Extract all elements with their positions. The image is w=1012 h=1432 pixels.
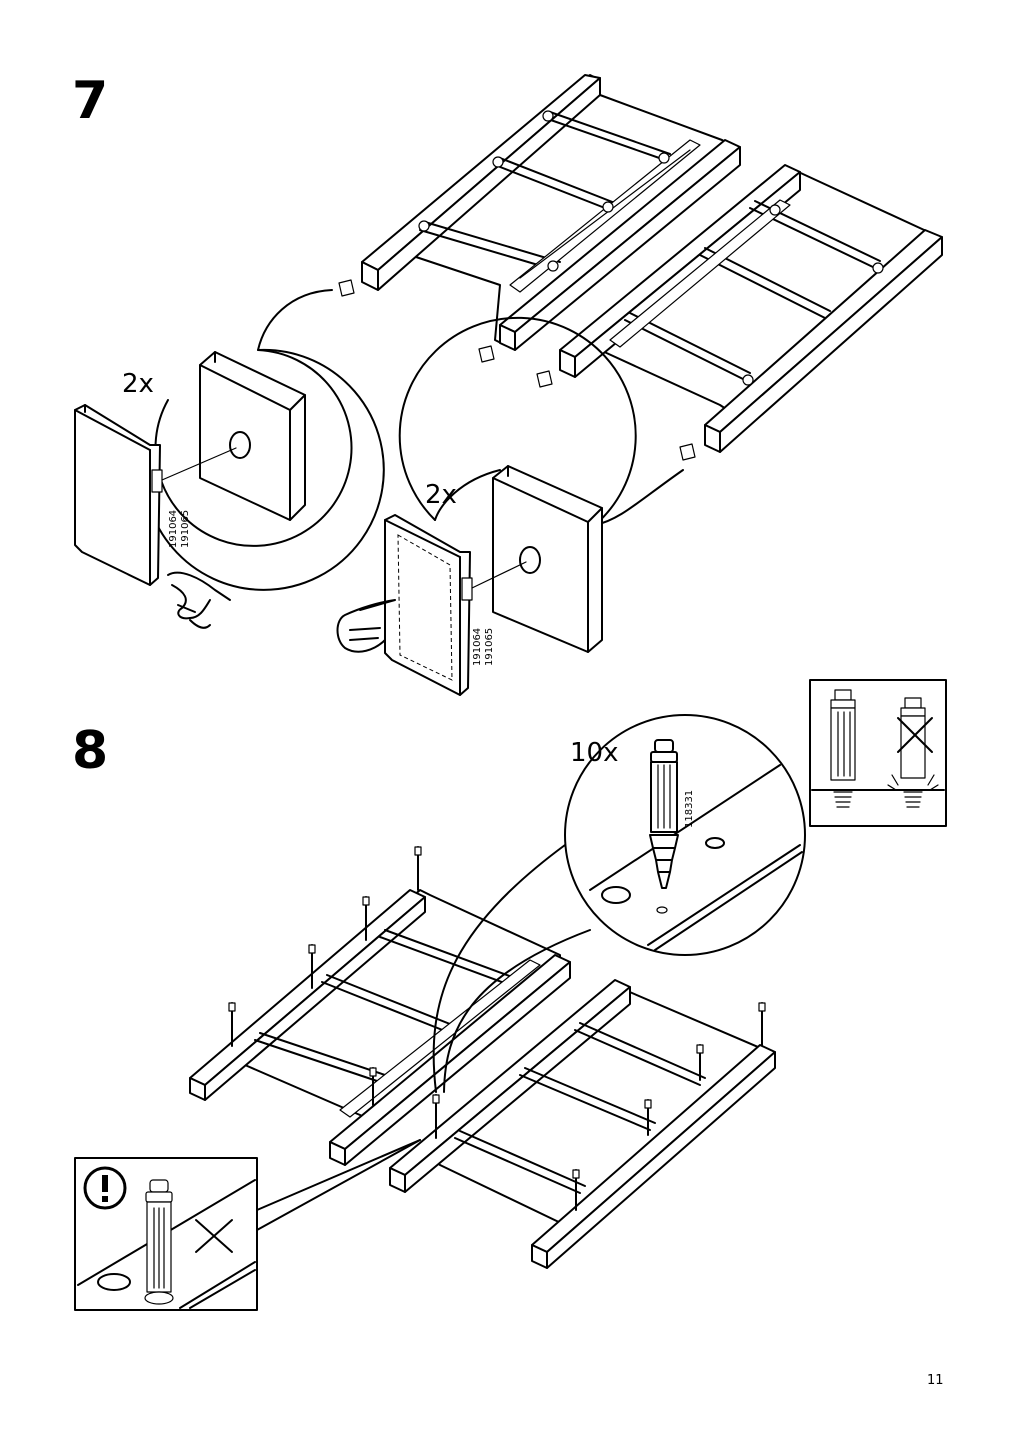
page-number: 11: [927, 1373, 944, 1388]
dowel: [758, 1002, 766, 1046]
dowel: [432, 1094, 440, 1139]
cross-icon: [897, 717, 933, 753]
dowel: [144, 1179, 174, 1305]
dowel: [228, 1002, 236, 1047]
step7-zoom-left: [74, 289, 385, 591]
dowel-insertion-comparison: [809, 679, 947, 827]
dowel: [362, 896, 370, 941]
glide-pad: [478, 345, 495, 363]
step7-right-part-numbers: 191064 191065: [472, 627, 495, 666]
step8-part-number: 118331: [684, 789, 695, 828]
step7-left-part-numbers: 191064 191065: [168, 509, 191, 548]
step7-right-quantity: 2x: [425, 480, 457, 510]
pointing-hand-icon: [167, 571, 231, 629]
step7-left-quantity: 2x: [122, 369, 154, 399]
pointing-hand-icon: [336, 599, 396, 653]
step7-zoom-right: [384, 316, 684, 696]
dowel: [369, 1067, 377, 1106]
dowel: [696, 1044, 704, 1081]
step8-frame-right: [389, 979, 776, 1269]
dowel: [649, 739, 679, 889]
dowel: [308, 944, 316, 989]
exclamation-circle-icon: [83, 1166, 127, 1210]
step-8-number: 8: [72, 721, 109, 781]
step8-quantity: 10x: [570, 738, 619, 768]
dowel: [572, 1169, 580, 1211]
step-7-number: 7: [72, 71, 109, 131]
step7-frame-right: [559, 164, 943, 453]
glide-pad: [536, 370, 553, 388]
cross-icon: [195, 1219, 233, 1253]
dowel: [414, 846, 422, 891]
dowel-set: [228, 846, 766, 1211]
warning-detail-box: [74, 1139, 421, 1311]
step7-frame-left: [361, 74, 741, 351]
glide-pad: [679, 443, 696, 461]
step8-frame-left: [189, 889, 571, 1166]
dowel: [644, 1099, 652, 1136]
step8-zoom: [432, 714, 806, 1093]
dowel-correct: [830, 689, 856, 808]
floor-glide-pads: [338, 279, 696, 461]
glide-pad: [338, 279, 355, 297]
